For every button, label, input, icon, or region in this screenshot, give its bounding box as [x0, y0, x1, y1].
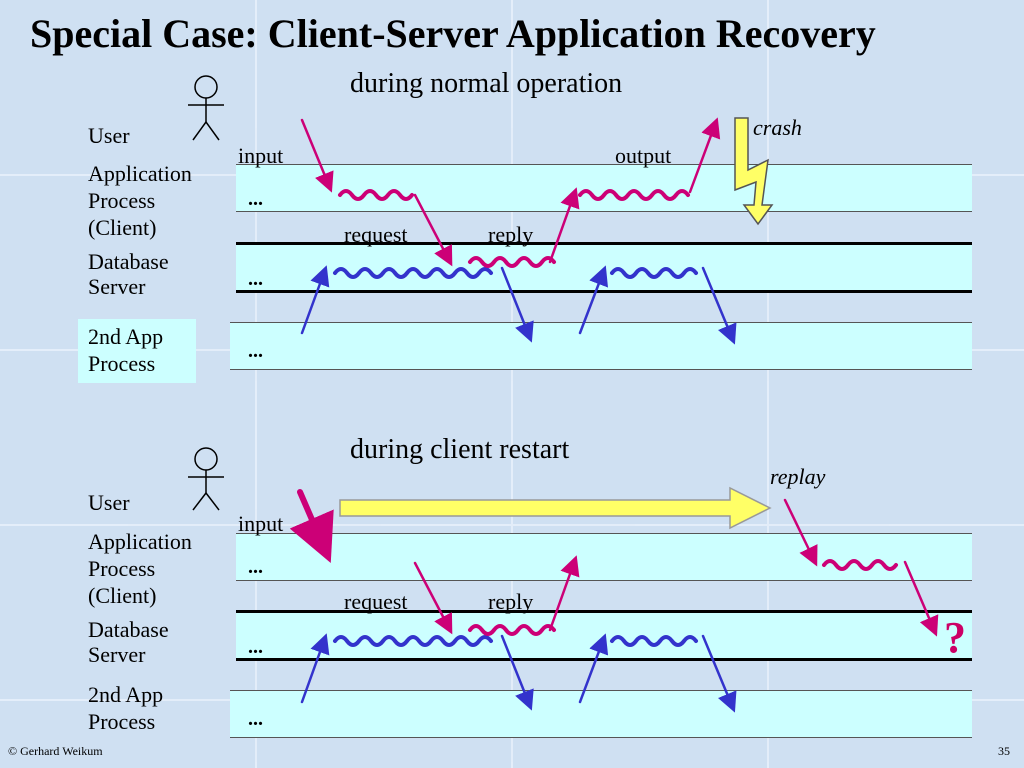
- panel1-client-label-1: Application: [88, 161, 192, 186]
- replay-arrow-icon: [339, 486, 772, 530]
- p2-replay-down-arrow: [783, 498, 818, 567]
- user-figure-icon-2: [188, 447, 224, 511]
- p2-db-in-arrow-1: [300, 633, 330, 704]
- p1-db-in-arrow-1: [300, 265, 330, 335]
- p2-db-out-arrow-1: [500, 634, 534, 711]
- p2-question-arrow: [903, 560, 939, 637]
- panel1-db-ellipsis: ...: [248, 268, 263, 290]
- panel2-heading: during client restart: [350, 434, 570, 465]
- p1-reply-arrow: [548, 187, 580, 264]
- panel1-client-label-3: (Client): [88, 215, 157, 240]
- panel1-crash-label: crash: [753, 115, 802, 140]
- p2-client-squiggle-replay: [822, 559, 898, 571]
- panel2-db-label-2: Server: [88, 642, 146, 667]
- p1-request-arrow: [413, 193, 453, 267]
- p2-db-squiggle-reply: [468, 624, 556, 636]
- panel1-reply-label: reply: [488, 222, 534, 247]
- footer-copyright: © Gerhard Weikum: [8, 744, 103, 758]
- p1-db-squiggle-1: [333, 267, 493, 279]
- p2-db-squiggle-1: [333, 635, 493, 647]
- p2-input-arrow: [289, 489, 334, 564]
- panel2-user-label: User: [88, 490, 130, 515]
- p2-request-arrow: [413, 561, 453, 635]
- p2-db-in-arrow-2: [578, 633, 609, 704]
- panel2-request-label: request: [344, 589, 408, 614]
- slide-title: Special Case: Client-Server Application …: [30, 11, 876, 56]
- panel2-app2-label-2: Process: [88, 709, 156, 734]
- panel2-db-label-1: Database: [88, 617, 169, 642]
- panel2-input-label: input: [238, 511, 284, 536]
- panel1-db-label-2: Server: [88, 274, 146, 299]
- panel1-app2-label-box: [78, 319, 196, 383]
- panel2-app2-label-1: 2nd App: [88, 682, 164, 707]
- panel1-app2-label-1: 2nd App: [88, 324, 164, 349]
- p2-reply-arrow: [548, 555, 580, 632]
- p1-db-out-arrow-2: [701, 266, 737, 345]
- panel1-db-label-1: Database: [88, 249, 169, 274]
- panel1-request-label: request: [344, 222, 408, 247]
- panel2-question-mark: ?: [944, 613, 966, 662]
- p2-db-squiggle-2: [610, 635, 698, 647]
- crash-bolt-icon: [734, 117, 774, 226]
- panel2-client-ellipsis: ...: [248, 556, 263, 578]
- p1-input-arrow: [300, 118, 334, 193]
- panel2-reply-label: reply: [488, 589, 534, 614]
- panel2-app2-lane: [230, 690, 972, 738]
- panel1-heading: during normal operation: [350, 68, 623, 99]
- panel2-client-lane: [236, 533, 972, 581]
- p1-db-squiggle-2: [610, 267, 698, 279]
- panel1-user-label: User: [88, 123, 130, 148]
- p1-db-out-arrow-1: [500, 266, 534, 343]
- panel2-app2-ellipsis: ...: [248, 708, 263, 730]
- panel2-client-label-3: (Client): [88, 583, 157, 608]
- panel1-app2-ellipsis: ...: [248, 340, 263, 362]
- p1-client-squiggle-1: [338, 189, 414, 201]
- p1-output-arrow: [688, 117, 721, 194]
- panel2-db-ellipsis: ...: [248, 636, 263, 658]
- p1-db-in-arrow-2: [578, 265, 609, 335]
- panel2-replay-label: replay: [770, 464, 826, 489]
- user-figure-icon-1: [188, 75, 224, 141]
- footer-page-number: 35: [998, 744, 1010, 758]
- p2-db-out-arrow-2: [701, 634, 737, 713]
- panel1-app2-lane: [230, 322, 972, 370]
- p1-db-squiggle-reply: [468, 256, 556, 268]
- panel1-output-label: output: [615, 143, 672, 168]
- panel2-client-label-2: Process: [88, 556, 156, 581]
- panel2-client-label-1: Application: [88, 529, 192, 554]
- panel1-client-ellipsis: ...: [248, 188, 263, 210]
- panel1-client-lane: [236, 164, 972, 212]
- panel1-app2-label-2: Process: [88, 351, 156, 376]
- panel1-input-label: input: [238, 143, 284, 168]
- panel1-client-label-2: Process: [88, 188, 156, 213]
- p1-client-squiggle-2: [578, 189, 690, 201]
